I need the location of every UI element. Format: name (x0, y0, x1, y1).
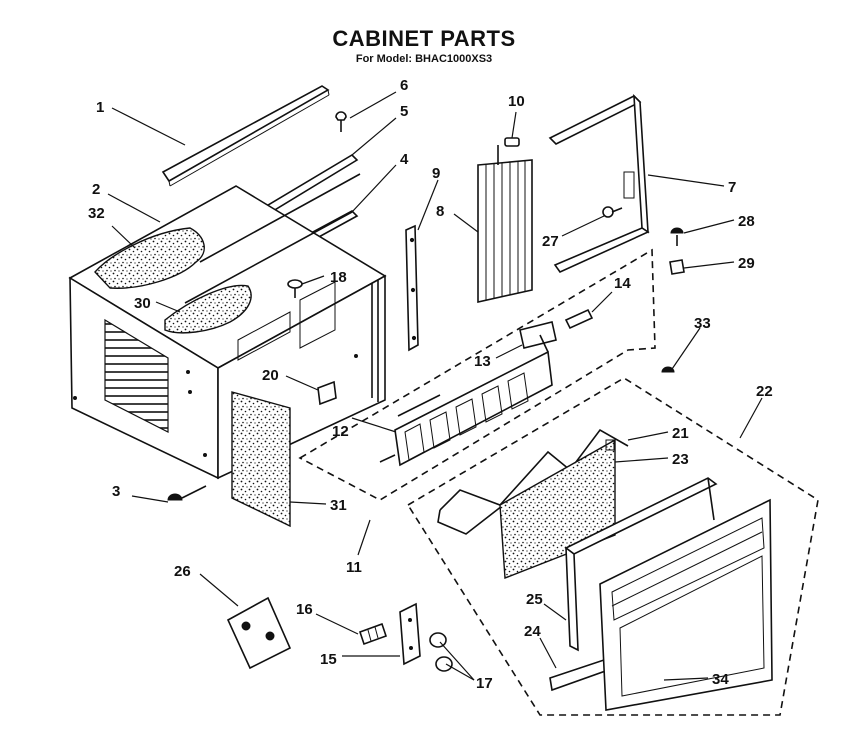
callout-7: 7 (728, 179, 736, 196)
callout-3: 3 (112, 483, 120, 500)
callout-21: 21 (672, 425, 689, 442)
callout-20: 20 (262, 367, 279, 384)
callout-30: 30 (134, 295, 151, 312)
part-32-insulation (94, 227, 205, 289)
callout-31: 31 (330, 497, 347, 514)
callout-15: 15 (320, 651, 337, 668)
part-11-group-outline (298, 248, 656, 501)
part-28-screw (670, 227, 684, 246)
callout-labels: 1 2 3 4 5 6 7 8 9 10 11 12 13 14 15 16 1… (88, 77, 773, 692)
part-12-control-panel (379, 350, 553, 467)
part-16-connector (358, 622, 388, 646)
part-1-top-rail (161, 85, 330, 187)
callout-6: 6 (400, 77, 408, 94)
callout-17: 17 (476, 675, 493, 692)
callout-11: 11 (346, 559, 362, 576)
diagram-title: CABINET PARTS (332, 26, 516, 51)
callout-34: 34 (712, 671, 729, 688)
callout-29: 29 (738, 255, 755, 272)
callout-9: 9 (432, 165, 440, 182)
callout-22: 22 (756, 383, 773, 400)
callout-5: 5 (400, 103, 408, 120)
part-14-clip (564, 308, 594, 330)
callout-10: 10 (508, 93, 525, 110)
part-26-bracket (226, 596, 292, 670)
part-9-bracket (405, 224, 419, 352)
leader-lines (107, 91, 763, 681)
part-3-screw (167, 485, 207, 501)
part-8-grille (477, 145, 533, 303)
callout-27: 27 (542, 233, 559, 250)
callout-14: 14 (614, 275, 631, 292)
callout-12: 12 (332, 423, 349, 440)
part-17-knobs (429, 632, 453, 672)
callout-1: 1 (96, 99, 104, 116)
part-10-screw (504, 137, 520, 147)
callout-26: 26 (174, 563, 191, 580)
callout-32: 32 (88, 205, 105, 222)
part-25-gasket-frame (564, 477, 718, 652)
callout-33: 33 (694, 315, 711, 332)
callout-2: 2 (92, 181, 100, 198)
part-22-group-outline (406, 377, 819, 716)
part-6-screw (335, 111, 347, 132)
callout-8: 8 (436, 203, 444, 220)
part-7-frame (548, 93, 650, 274)
part-13-bracket (519, 321, 557, 353)
part-29-clip (669, 259, 685, 275)
callout-16: 16 (296, 601, 313, 618)
diagram-subtitle: For Model: BHAC1000XS3 (355, 53, 493, 65)
callout-25: 25 (526, 591, 543, 608)
callout-4: 4 (400, 151, 409, 168)
callout-28: 28 (738, 213, 755, 230)
part-34-front-grille (599, 498, 773, 711)
part-27-screw (602, 206, 623, 218)
callout-24: 24 (524, 623, 541, 640)
part-30-insulation (164, 284, 252, 334)
part-15-plate (399, 602, 421, 666)
part-21-filter-frame (437, 428, 629, 535)
part-31-panel (231, 391, 291, 528)
callout-13: 13 (474, 353, 491, 370)
callout-23: 23 (672, 451, 689, 468)
callout-18: 18 (330, 269, 347, 286)
part-20-bracket (317, 380, 337, 406)
